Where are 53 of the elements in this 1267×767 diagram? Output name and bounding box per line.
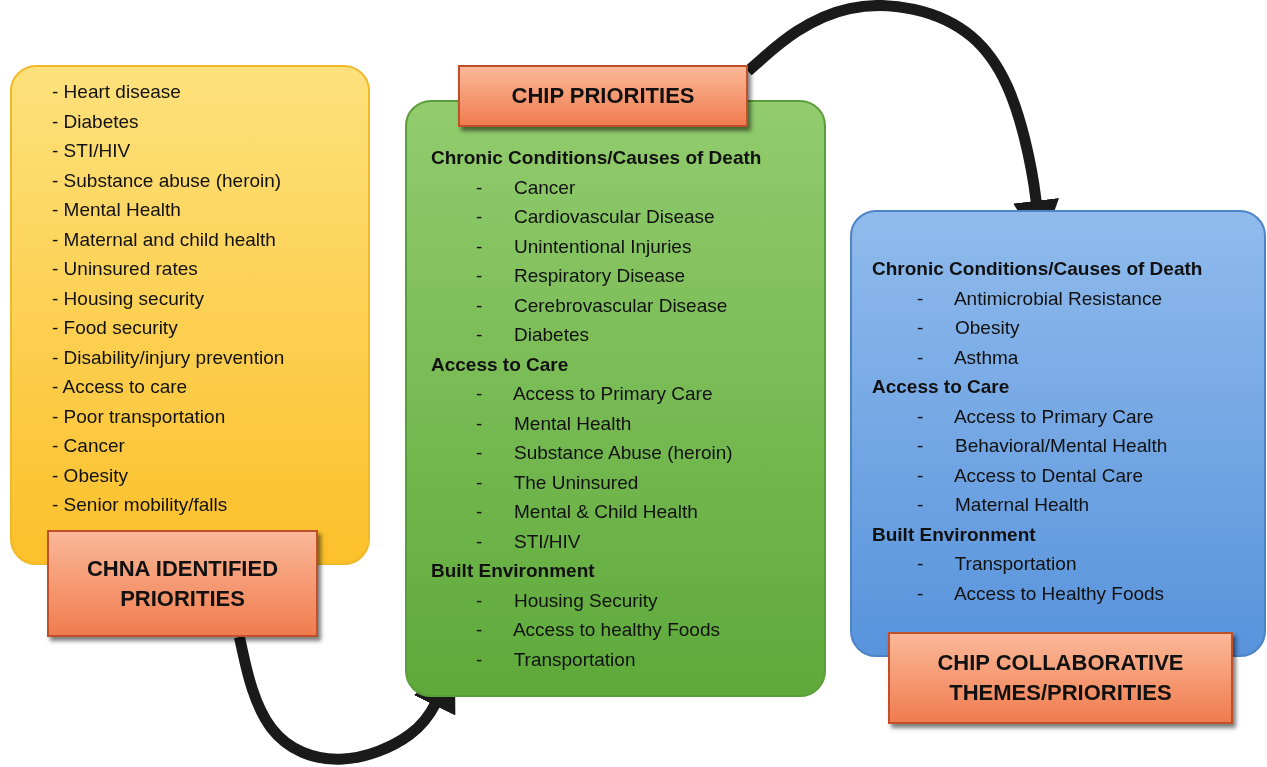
list-panel (850, 210, 1266, 657)
list-item: - Respiratory Disease (475, 264, 687, 288)
banner-text: CHIP PRIORITIES (511, 82, 695, 110)
list-item: - Obesity (52, 463, 130, 488)
list-item: - Access to Primary Care (475, 382, 714, 406)
title-banner (888, 632, 1233, 724)
list-item: - STI/HIV (52, 139, 132, 163)
list-item: - Food security (52, 316, 179, 340)
curved-arrow (234, 635, 456, 765)
banner-text: CHNA IDENTIFIED PRIORITIES (85, 554, 280, 613)
section-heading: Chronic Conditions/Causes of Death (431, 146, 763, 170)
list-item: - The Uninsured (475, 470, 640, 495)
list-item: - Poor transportation (52, 404, 227, 429)
list-item: - Access to healthy Foods (475, 618, 721, 642)
list-item: - Maternal Health (916, 493, 1091, 517)
section-heading: Chronic Conditions/Causes of Death (872, 257, 1204, 281)
list-item: - Asthma (916, 345, 1020, 370)
list-item: - Unintentional Injuries (475, 234, 693, 259)
list-item: - Maternal and child health (52, 227, 277, 252)
list-item: - Access to care (52, 375, 189, 399)
list-item: - Housing security (52, 286, 206, 311)
list-item: - Antimicrobial Resistance (916, 286, 1163, 311)
list-item: - Senior mobility/falls (52, 493, 229, 517)
list-item: - Access to Healthy Foods (916, 581, 1166, 606)
section-heading: Built Environment (431, 559, 596, 583)
list-item: - Cerebrovascular Disease (475, 293, 729, 318)
list-item: - Cancer (475, 175, 577, 200)
list-item: - Diabetes (475, 323, 590, 347)
list-item: - STI/HIV (475, 529, 582, 554)
list-item: - Disability/injury prevention (52, 345, 286, 370)
list-item: - Access to Dental Care (916, 463, 1144, 488)
list-item: - Diabetes (52, 109, 140, 134)
list-item: - Uninsured rates (52, 257, 199, 281)
list-item: - Cardiovascular Disease (475, 205, 716, 229)
section-heading: Access to Care (872, 375, 1011, 399)
list-item: - Behavioral/Mental Health (916, 434, 1169, 458)
section-heading: Built Environment (872, 522, 1037, 547)
list-item: - Cancer (52, 434, 126, 458)
list-item: - Substance Abuse (heroin) (475, 441, 734, 465)
list-item: - Housing Security (475, 588, 659, 613)
title-banner (458, 65, 748, 127)
title-banner (47, 530, 318, 637)
list-item: - Mental & Child Health (475, 500, 699, 524)
banner-text: CHIP COLLABORATIVE THEMES/PRIORITIES (936, 649, 1185, 707)
list-item: - Transportation (475, 647, 637, 672)
list-item: - Mental Health (475, 411, 633, 436)
list-item: - Substance abuse (heroin) (52, 168, 283, 193)
section-heading: Access to Care (431, 352, 570, 377)
list-item: - Heart disease (52, 80, 182, 104)
list-item: - Transportation (916, 552, 1078, 576)
list-item: - Obesity (916, 316, 1021, 340)
list-item: - Access to Primary Care (916, 404, 1155, 429)
list-item: - Mental Health (52, 198, 182, 222)
